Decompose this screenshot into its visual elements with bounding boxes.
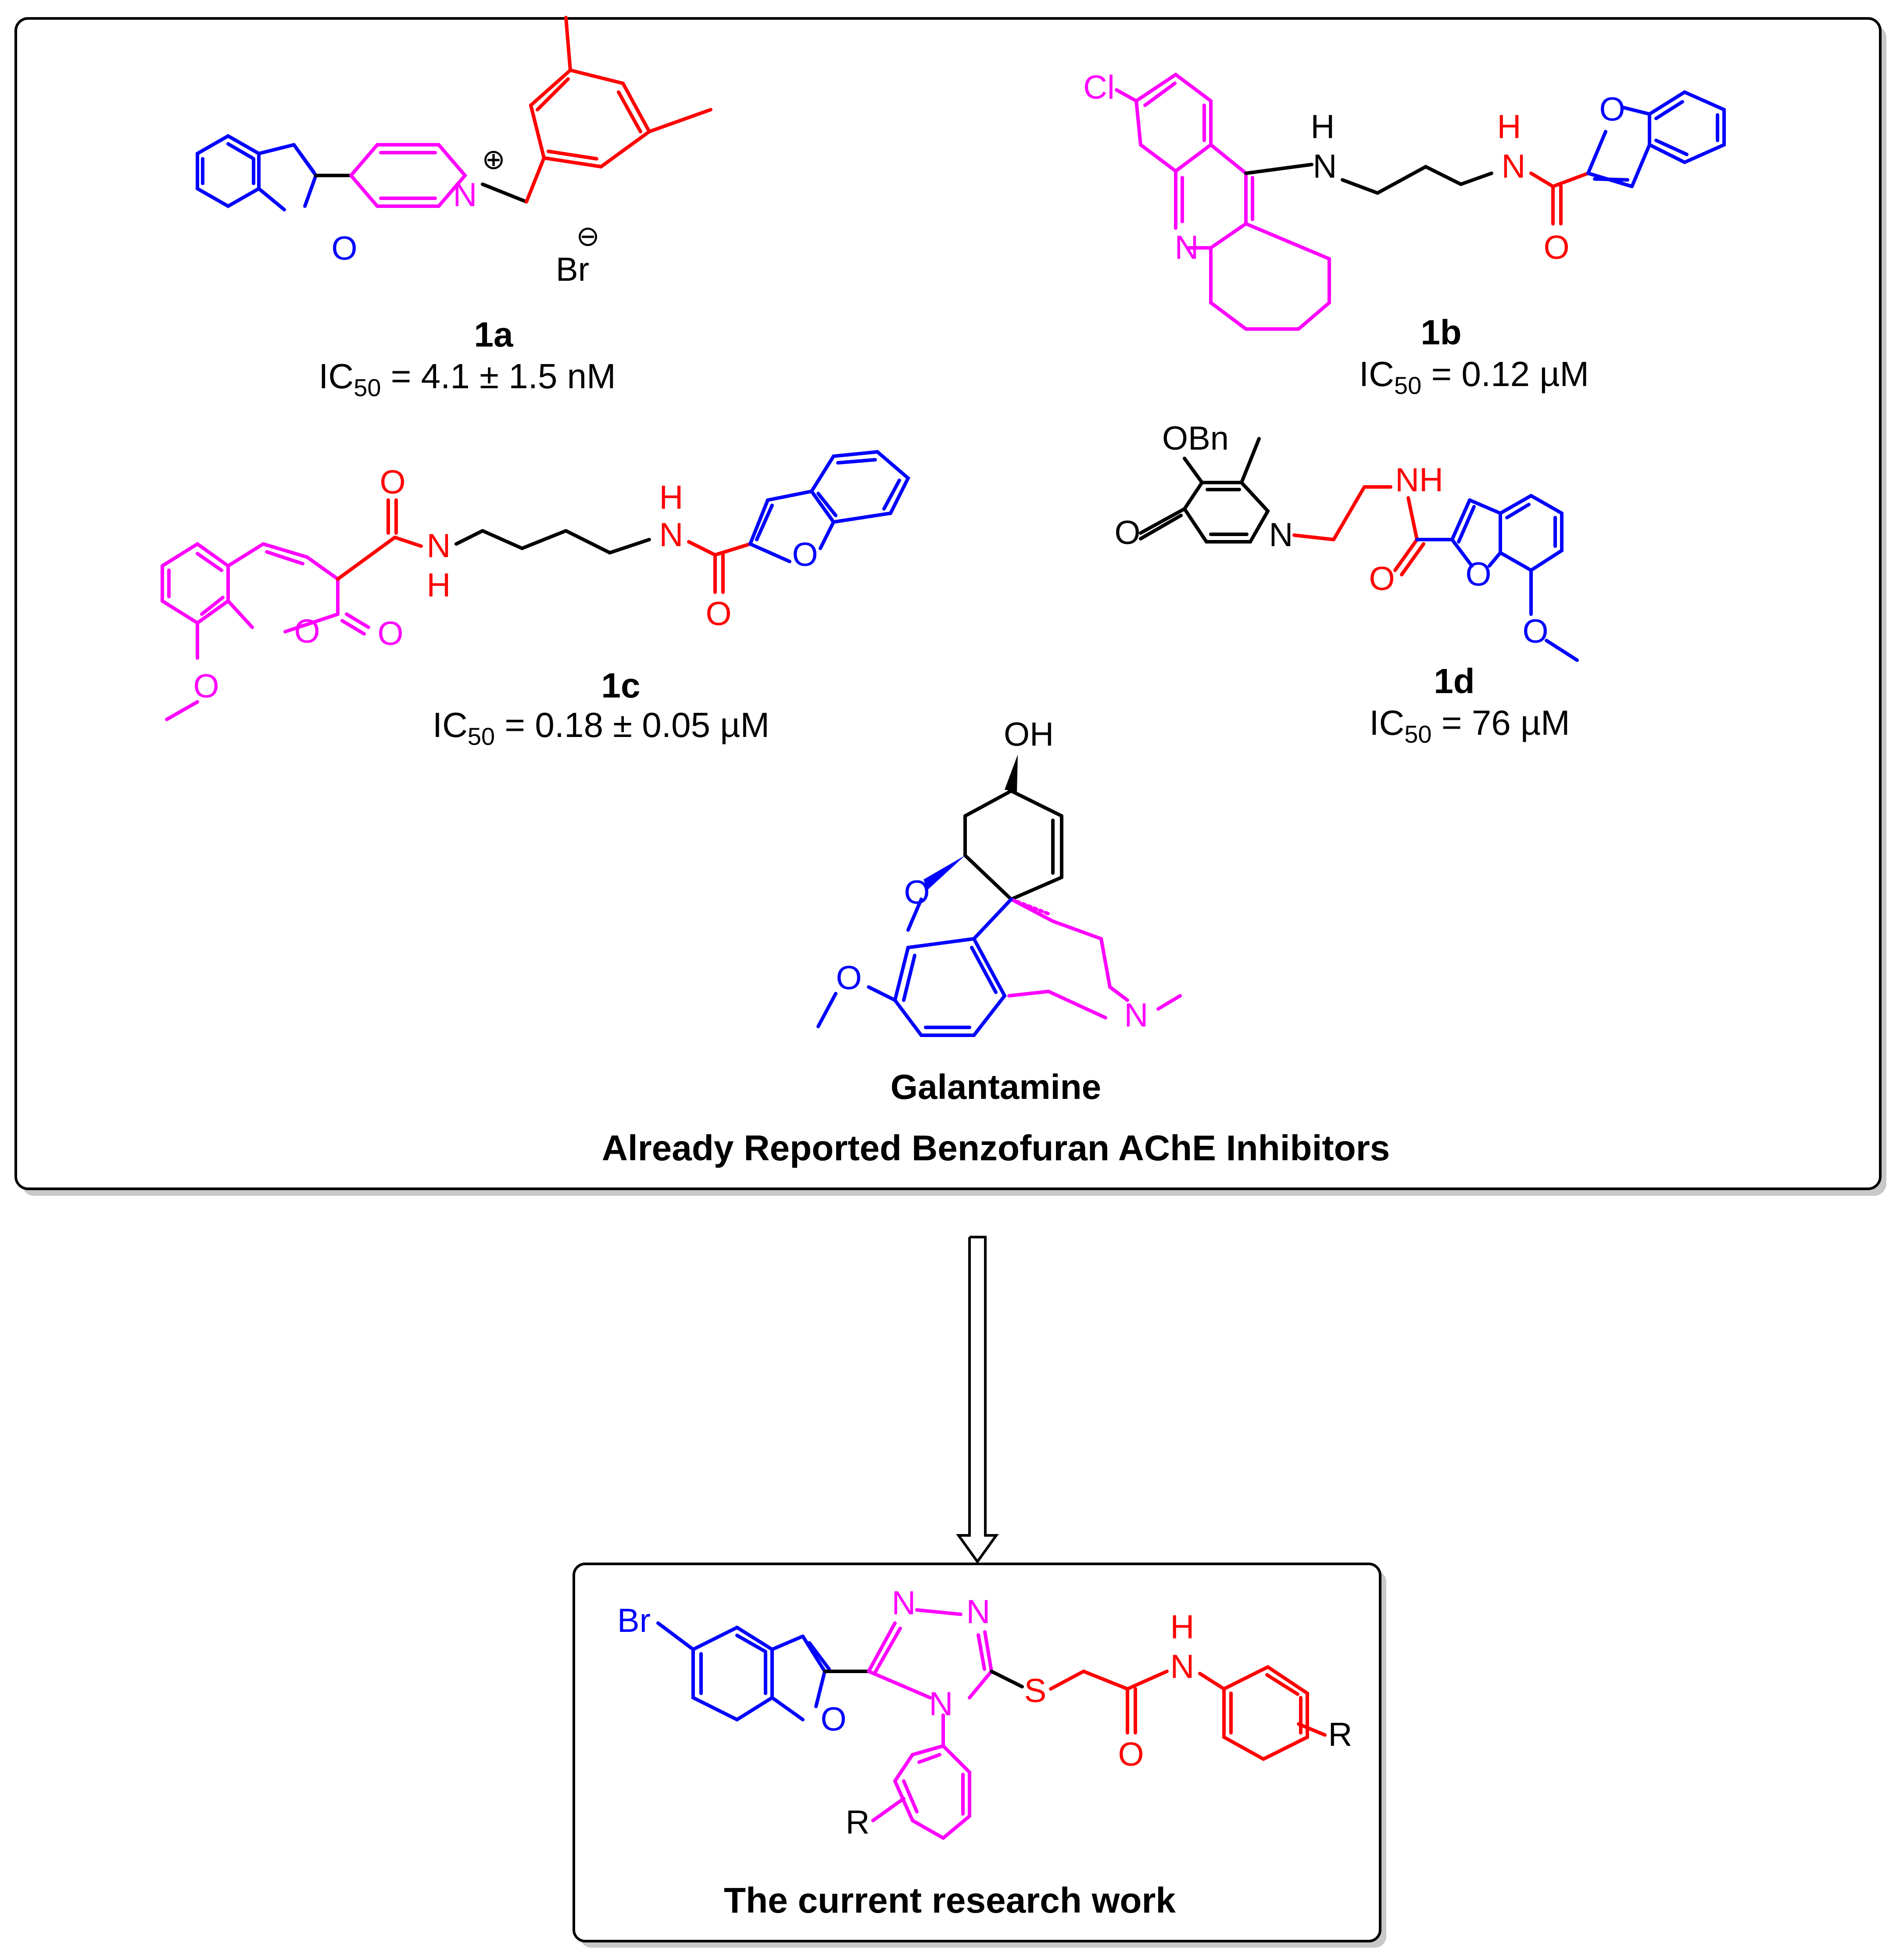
1a-atom-br: Br [556,251,589,288]
1a-atom-n: N [453,176,477,214]
target-atom-o-furan: O [820,1701,846,1738]
galantamine-atom-o-methoxy: O [836,959,862,997]
1b-atom-o-carbonyl: O [1543,229,1569,266]
1c-atom-nh-right-h: H [659,479,683,516]
1c-atom-o-ring: O [294,613,320,650]
compound-1c-ic50: IC50 = 0.18 ± 0.05 µM [433,705,769,750]
1a-plus-charge: ⊕ [482,143,505,175]
compound-1d-label: 1d [1434,662,1474,701]
1b-atom-nh1-h: H [1311,108,1335,146]
1c-atom-o-top: O [379,464,405,501]
1d-atom-n-ring: N [1269,516,1293,554]
1d-atom-obn: OBn [1162,420,1229,457]
1b-atom-n-ring: N [1175,229,1199,266]
target-atom-n4: N [929,1685,953,1723]
target-atom-r1: R [846,1804,870,1841]
target-caption: The current research work [724,1881,1176,1921]
1d-atom-o-methoxy: O [1522,613,1548,650]
galantamine-atom-oh: OH [1004,716,1054,753]
target-atom-r2: R [1328,1716,1353,1753]
1d-atom-o-furan: O [1465,556,1491,593]
top-panel [14,17,1886,1196]
1c-atom-nh-left-h: H [427,567,451,604]
target-atom-h: H [1170,1609,1195,1646]
structure-target: Br O N [617,1584,1352,1841]
1b-atom-cl: Cl [1083,69,1115,106]
compound-1b-label: 1b [1421,313,1461,352]
target-atom-br: Br [617,1602,651,1639]
1c-atom-o-furan: O [792,536,818,573]
structure-1b: Cl N H N H N O [1083,69,1726,331]
compound-1d-ic50: IC50 = 76 µM [1369,703,1570,748]
1b-atom-nh1-n: N [1313,148,1337,185]
target-atom-n2: N [966,1593,991,1631]
compound-1b-ic50: IC50 = 0.12 µM [1359,354,1589,399]
1c-atom-o-methoxy: O [193,668,219,705]
1c-atom-o-carbonyl: O [705,595,731,633]
galantamine-label: Galantamine [891,1067,1101,1106]
1a-minus-charge: ⊖ [576,220,600,252]
target-atom-n1: N [892,1584,916,1622]
compound-1c-label: 1c [601,666,640,705]
panel-title: Already Reported Benzofuran AChE Inhibit… [602,1128,1390,1168]
1c-atom-nh-right-n: N [659,516,683,554]
compound-1a-ic50: IC50 = 4.1 ± 1.5 nM [318,357,616,401]
1b-atom-nh2-n: N [1502,148,1526,185]
target-atom-n-amide: N [1170,1648,1195,1685]
structure-1c: O O O O N H H N O [161,450,910,721]
bottom-panel [573,1563,1386,1948]
1d-atom-nh: NH [1395,461,1443,499]
target-atom-s: S [1024,1672,1047,1710]
structure-1d: OBn O N NH O [1114,420,1579,662]
galantamine-atom-n: N [1124,997,1149,1034]
compound-1a-label: 1a [474,315,513,354]
galantamine-atom-o-ring: O [904,874,930,911]
1a-atom-o: O [331,230,357,267]
1b-atom-o-furan: O [1599,91,1625,128]
structure-1a: O N ⊕ ⊖ Br [196,16,712,288]
target-atom-o-carbonyl: O [1118,1736,1144,1773]
structure-galantamine: OH N [816,716,1182,1037]
1d-atom-o-keto: O [1114,514,1140,551]
1b-atom-nh2-h: H [1497,108,1521,146]
1d-atom-o-carbonyl: O [1369,560,1395,597]
retro-arrow [956,1236,999,1564]
1c-atom-nh-left-n: N [427,527,451,565]
1c-atom-o-lactone: O [377,615,403,652]
